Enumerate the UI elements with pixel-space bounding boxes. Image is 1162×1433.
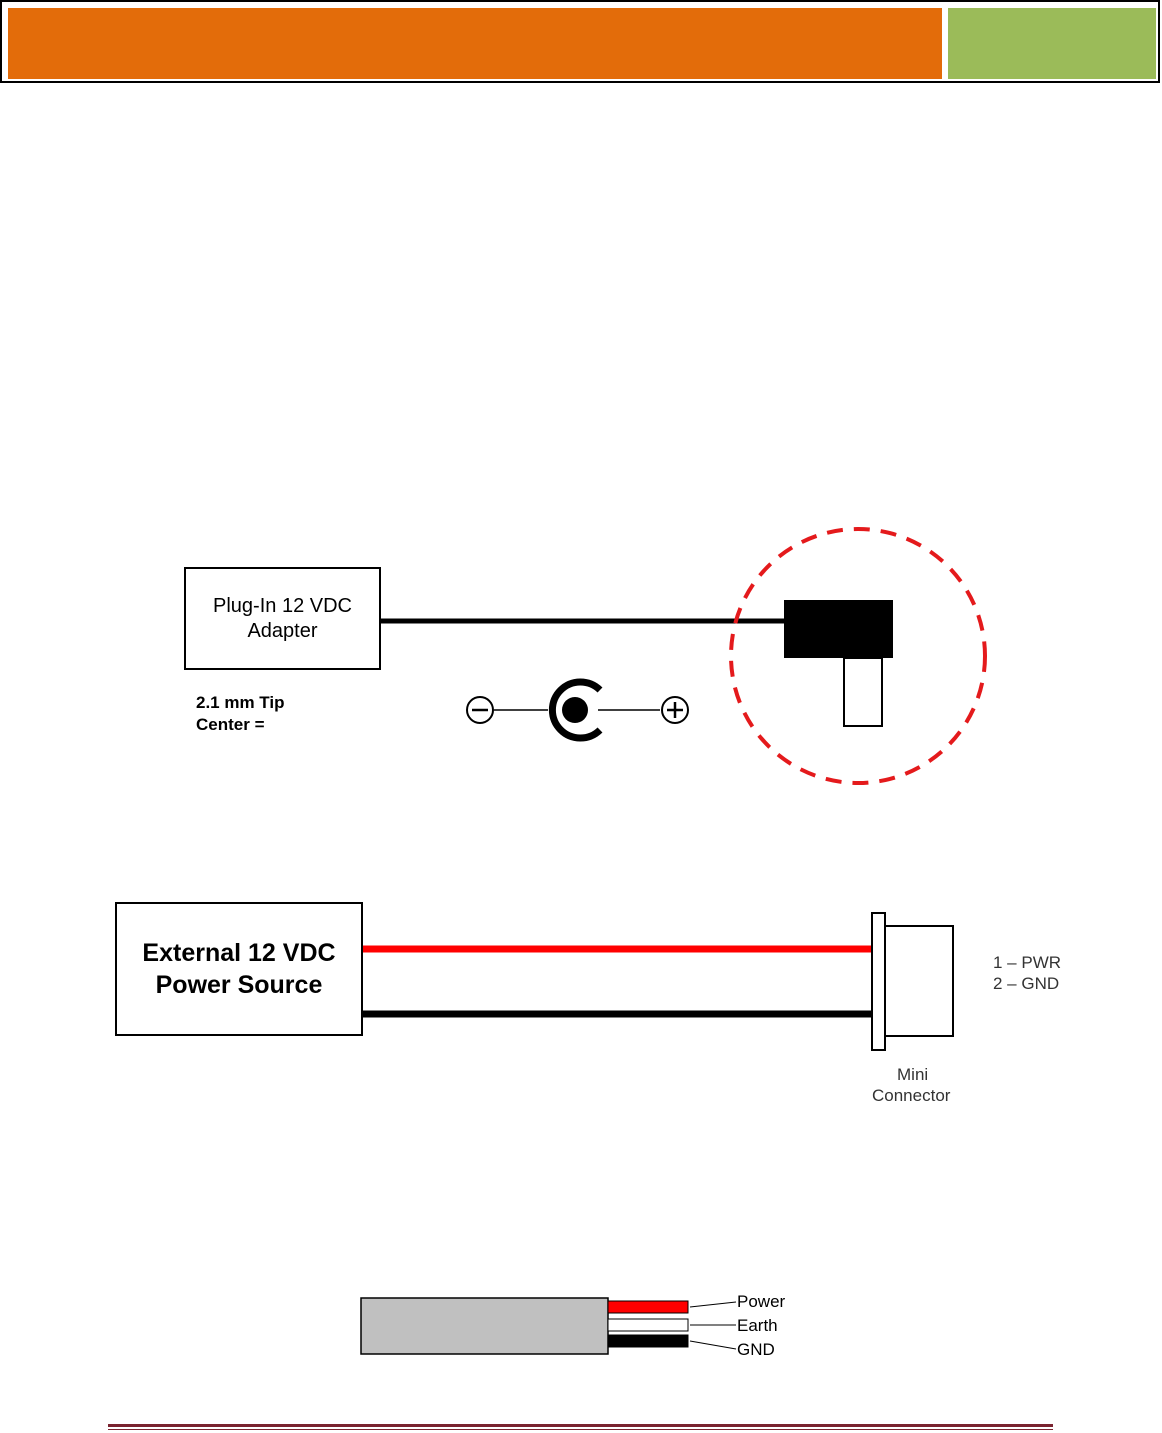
- wire-power: [608, 1301, 688, 1313]
- wire-label-earth: Earth: [737, 1316, 778, 1336]
- wire-label-power: Power: [737, 1292, 785, 1312]
- footer-rule: [108, 1424, 1053, 1427]
- leader-gnd: [690, 1341, 736, 1349]
- external-power-source-box: External 12 VDC Power Source: [115, 902, 363, 1036]
- connector-label-line1: Mini: [897, 1065, 928, 1085]
- tip-center-label: Center =: [196, 715, 265, 735]
- wire-gnd: [608, 1335, 688, 1347]
- connector-label-line2: Connector: [872, 1086, 950, 1106]
- tip-size-label: 2.1 mm Tip: [196, 693, 285, 713]
- source-label-line2: Power Source: [142, 969, 335, 1001]
- plug-in-adapter-box: Plug-In 12 VDC Adapter: [184, 567, 381, 670]
- pin-2-label: 2 – GND: [993, 974, 1059, 994]
- footer-rule-thin: [108, 1429, 1053, 1430]
- polarity-center-dot-icon: [562, 697, 588, 723]
- cable-jacket: [361, 1298, 608, 1354]
- leader-power: [690, 1302, 736, 1307]
- plug-body-lower: [829, 640, 881, 658]
- adapter-label-line2: Adapter: [213, 619, 352, 644]
- wire-label-gnd: GND: [737, 1340, 775, 1360]
- adapter-label-line1: Plug-In 12 VDC: [213, 594, 352, 619]
- source-label-line1: External 12 VDC: [142, 937, 335, 969]
- wire-earth: [608, 1319, 688, 1331]
- mini-connector-flange: [872, 913, 885, 1050]
- plug-barrel: [844, 658, 882, 726]
- pin-1-label: 1 – PWR: [993, 953, 1061, 973]
- mini-connector-body: [885, 926, 953, 1036]
